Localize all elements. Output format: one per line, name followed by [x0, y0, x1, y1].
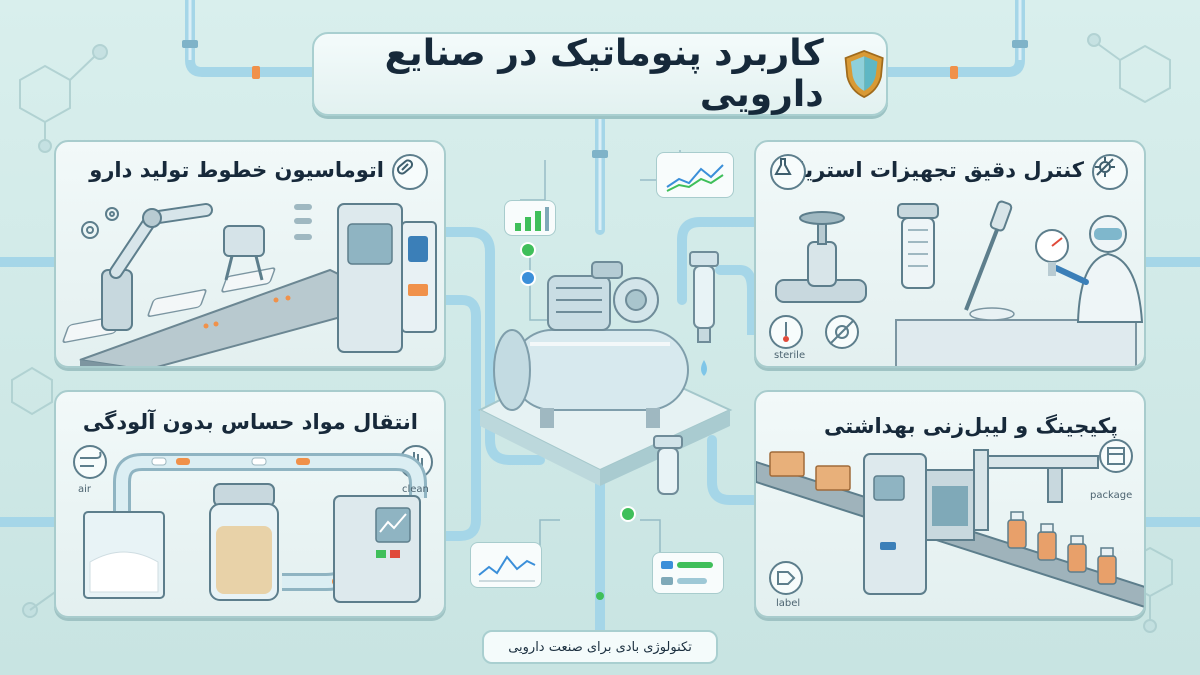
page-title: کاربرد پنوماتیک در صنایع دارویی: [384, 33, 824, 115]
shield-icon: [844, 50, 884, 99]
thermometer-icon: [769, 315, 803, 349]
pipette-icon: [964, 200, 1013, 311]
pneumatic-arm-icon: [973, 449, 1099, 531]
air-label: air: [78, 484, 92, 495]
panel-title: اتوماسیون خطوط تولید دارو: [89, 158, 384, 182]
virus-icon: [1092, 154, 1128, 190]
virus-crossed-icon: [825, 315, 859, 349]
packaging-line-illustration: [756, 439, 1144, 608]
material-transfer-illustration: [73, 445, 433, 603]
package-label: package: [1090, 490, 1133, 501]
production-line-illustration: [62, 203, 437, 366]
panel-contamination-free-transfer: انتقال مواد حساس بدون آلودگی: [54, 390, 446, 618]
labeling-machine-icon: [863, 453, 975, 595]
flask-icon: [770, 154, 806, 190]
trend-chart-icon: [666, 164, 724, 192]
sterile-label: sterile: [774, 350, 806, 361]
clean-label: clean: [402, 484, 429, 495]
pill-icon: [392, 154, 428, 190]
status-list-card: [652, 552, 724, 594]
label-tag-icon: [769, 561, 803, 595]
panel-title: پکیجینگ و لیبل‌زنی بهداشتی: [824, 414, 1118, 438]
wave-chart-icon: [478, 555, 536, 582]
air-filter-unit: [653, 251, 719, 495]
lab-technician-icon: [1053, 215, 1144, 323]
panel-hygienic-packaging: پکیجینگ و لیبل‌زنی بهداشتی: [754, 390, 1146, 618]
control-cabinet-icon: [333, 495, 421, 603]
bar-chart-icon: [515, 207, 549, 231]
sterile-equipment-illustration: [769, 200, 1144, 366]
valve-icon: [775, 211, 867, 303]
filter-housing-icon: [897, 203, 939, 289]
panel-production-automation: اتوماسیون خطوط تولید دارو: [54, 140, 446, 368]
footer-caption: تکنولوژی بادی برای صنعت دارویی: [482, 630, 718, 664]
footer-text: تکنولوژی بادی برای صنعت دارویی: [508, 639, 692, 655]
air-flow-icon: [73, 445, 107, 479]
package-icon: [1099, 439, 1133, 473]
gear-icon: [81, 207, 119, 239]
medicine-bottle-icon: [1007, 511, 1117, 585]
panel-title: کنترل دقیق تجهیزات استریل: [786, 158, 1084, 182]
box-icon: [769, 451, 851, 491]
panel-title: انتقال مواد حساس بدون آلودگی: [82, 410, 418, 434]
pressure-gauge-icon: [1035, 229, 1069, 276]
bar-chart-card: [504, 200, 556, 236]
molecule-decoration: [11, 33, 1173, 633]
label-label: label: [776, 598, 801, 609]
powder-container-icon: [83, 511, 165, 599]
wave-chart-card: [470, 542, 542, 588]
panel-sterile-equipment-control: کنترل دقیق تجهیزات استریل: [754, 140, 1146, 368]
mixing-vessel-icon: [209, 483, 279, 601]
list-icon: [661, 561, 713, 585]
status-indicators: [520, 242, 636, 600]
title-banner: کاربرد پنوماتیک در صنایع دارویی: [312, 32, 888, 116]
air-compressor-hub: [477, 261, 733, 486]
line-chart-card: [656, 152, 734, 198]
